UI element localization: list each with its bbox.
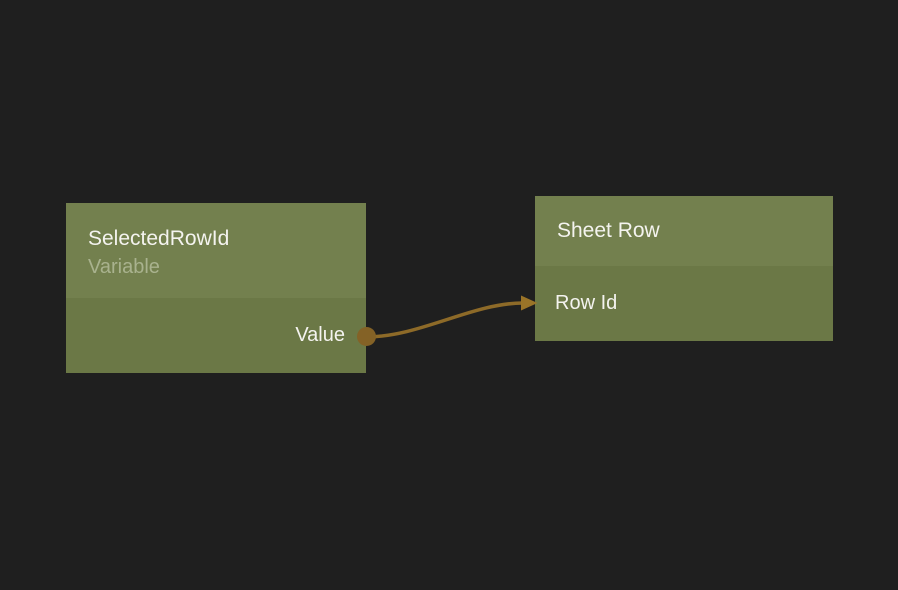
node-selectedrowid-body: Value (66, 298, 366, 373)
node-sheet-row[interactable]: Sheet Row Row Id (535, 196, 833, 341)
input-arrowhead-icon[interactable] (521, 295, 538, 311)
output-port-dot-icon[interactable] (357, 327, 376, 346)
output-port-label: Value (295, 324, 345, 346)
node-sheet-row-header: Sheet Row (535, 196, 833, 266)
node-selectedrowid[interactable]: SelectedRowId Variable Value (66, 203, 366, 373)
node-sheet-row-body: Row Id (535, 266, 833, 341)
node-subtitle: Variable (88, 255, 160, 278)
node-selectedrowid-header: SelectedRowId Variable (66, 203, 366, 298)
input-port-row-rowid[interactable]: Row Id (535, 266, 833, 341)
node-title: Sheet Row (557, 219, 660, 242)
input-port-label: Row Id (555, 292, 618, 314)
output-port-row-value[interactable]: Value (66, 298, 366, 373)
connection-wire[interactable] (364, 301, 525, 339)
node-title: SelectedRowId (88, 226, 230, 250)
